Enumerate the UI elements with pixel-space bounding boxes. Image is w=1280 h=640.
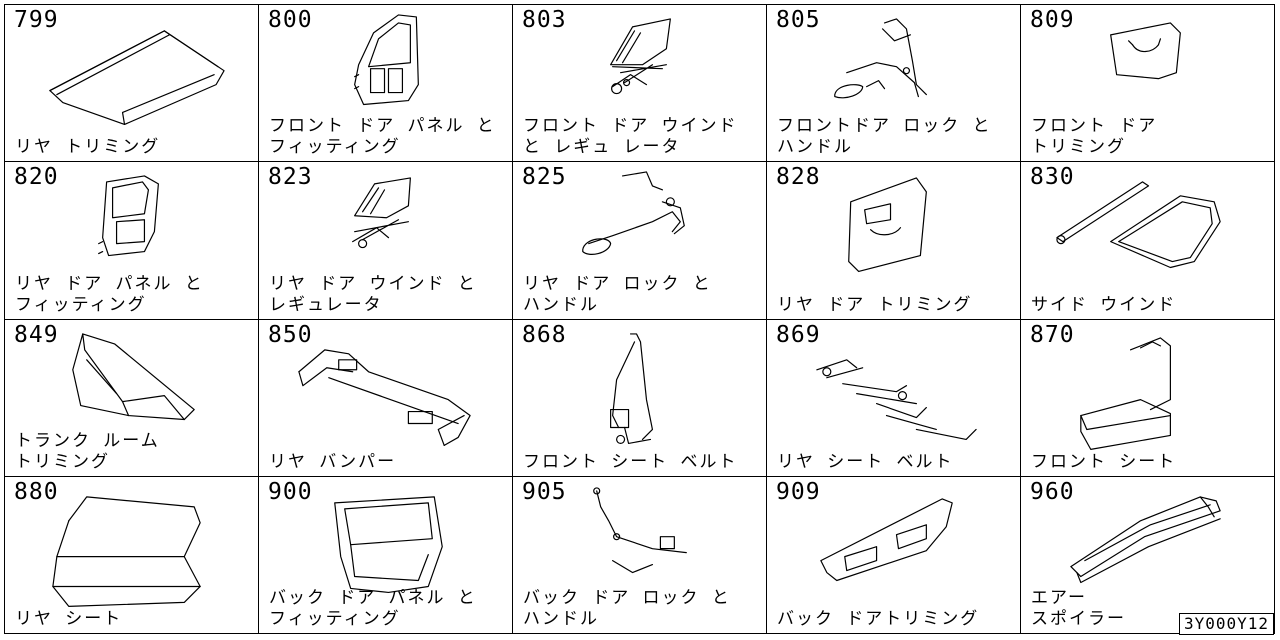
label-line: エアー [1031, 588, 1087, 608]
part-group-label: バック ドアトリミング [777, 609, 979, 630]
part-group-label: サイド ウインド [1031, 295, 1176, 316]
part-group-number: 809 [1030, 7, 1075, 33]
label-line: ハンドル [777, 137, 853, 158]
part-group-cell-805[interactable]: 805 フロントドア ロック とハンドル [767, 5, 1021, 163]
part-group-number: 880 [14, 478, 59, 505]
part-group-number: 828 [776, 164, 821, 191]
part-group-cell-905[interactable]: 905 バック ドア ロック とハンドル [513, 476, 767, 634]
part-group-number: 905 [522, 478, 567, 505]
label-line: ハンドル [523, 609, 599, 629]
label-line: ハンドル [523, 294, 599, 315]
part-group-cell-870[interactable]: 870 フロント シート [1021, 319, 1275, 477]
part-group-number: 799 [14, 7, 59, 33]
part-group-number: 869 [776, 321, 821, 348]
part-group-number: 909 [776, 478, 821, 505]
label-line: フロント ドア パネル と [269, 116, 496, 137]
part-group-number: 868 [522, 321, 567, 348]
part-group-cell-823[interactable]: 823 リヤ ドア ウインド とレギュレータ [259, 162, 513, 320]
part-group-cell-880[interactable]: 880 リヤ シート [5, 476, 259, 634]
label-line: フィッティング [15, 294, 147, 315]
part-group-cell-825[interactable]: 825 リヤ ドア ロック とハンドル [513, 162, 767, 320]
part-group-label: リヤ バンパー [269, 452, 396, 473]
part-group-label: バック ドア ロック とハンドル [523, 588, 731, 630]
label-line: リヤ トリミング [15, 137, 161, 158]
part-group-cell-799[interactable]: 799 リヤ トリミング [5, 5, 259, 163]
part-group-label: リヤ トリミング [15, 137, 160, 158]
part-group-cell-960[interactable]: 960 エアースポイラー [1021, 476, 1275, 634]
part-group-cell-828[interactable]: 828 リヤ ドア トリミング [767, 162, 1021, 320]
part-group-number: 805 [776, 7, 821, 33]
label-line: リヤ シート [15, 609, 123, 629]
label-line: フロント シート [1031, 451, 1177, 472]
label-line: レギュレータ [269, 294, 383, 315]
part-group-number: 820 [14, 164, 59, 191]
label-line: リヤ ドア パネル と [15, 273, 204, 294]
part-group-label: リヤ ドア トリミング [777, 295, 972, 316]
label-line: トランク ルーム [15, 430, 160, 451]
label-line: フィッティング [269, 137, 401, 158]
label-line: フロントドア ロック と [777, 116, 992, 137]
part-group-label: フロント ドア ウインドと レギュ レータ [523, 116, 737, 158]
part-group-cell-830[interactable]: 830 サイド ウインド [1021, 162, 1275, 320]
part-group-label: リヤ シート [15, 609, 122, 630]
label-line: サイド ウインド [1031, 294, 1177, 315]
part-group-cell-868[interactable]: 868 フロント シート ベルト [513, 319, 767, 477]
part-group-number: 823 [268, 164, 313, 191]
label-line: リヤ ドア ウインド と [269, 273, 477, 294]
part-group-label: リヤ シート ベルト [777, 452, 953, 473]
part-group-label: リヤ ドア パネル とフィッティング [15, 274, 204, 316]
label-line: バック ドアトリミング [777, 609, 980, 629]
label-line: バック ドア パネル と [269, 588, 477, 608]
part-group-number: 900 [268, 478, 313, 505]
part-group-label: リヤ ドア ウインド とレギュレータ [269, 274, 477, 316]
part-group-number: 850 [268, 321, 313, 348]
part-group-label: フロントドア ロック とハンドル [777, 116, 991, 158]
part-group-cell-809[interactable]: 809 フロント ドアトリミング [1021, 5, 1275, 163]
part-group-label: バック ドア パネル とフィッティング [269, 588, 477, 630]
label-line: フィッティング [269, 609, 401, 629]
part-group-cell-900[interactable]: 900 バック ドア パネル とフィッティング [259, 476, 513, 634]
part-group-label: エアースポイラー [1031, 588, 1126, 630]
label-line: スポイラー [1031, 609, 1126, 629]
part-group-cell-869[interactable]: 869 リヤ シート ベルト [767, 319, 1021, 477]
part-group-label: リヤ ドア ロック とハンドル [523, 274, 712, 316]
part-group-cell-909[interactable]: 909 バック ドアトリミング [767, 476, 1021, 634]
part-group-number: 849 [14, 321, 59, 348]
label-line: リヤ バンパー [269, 451, 397, 472]
part-group-cell-850[interactable]: 850 リヤ バンパー [259, 319, 513, 477]
catalog-code: 3Y000Y12 [1178, 613, 1274, 635]
part-group-cell-820[interactable]: 820 リヤ ドア パネル とフィッティング [5, 162, 259, 320]
part-group-cell-800[interactable]: 800 フロント ドア パネル とフィッティング [259, 5, 513, 163]
label-line: フロント ドア [1031, 116, 1158, 137]
part-group-number: 870 [1030, 321, 1075, 348]
part-group-label: フロント シート [1031, 452, 1176, 473]
label-line: バック ドア ロック と [523, 588, 731, 608]
label-line: トリミング [1031, 137, 1126, 158]
label-line: リヤ ドア トリミング [777, 294, 973, 315]
part-group-number: 960 [1030, 478, 1075, 505]
part-group-number: 803 [522, 7, 567, 33]
part-group-label: フロント シート ベルト [523, 452, 737, 473]
label-line: フロント シート ベルト [523, 451, 738, 472]
part-group-number: 825 [522, 164, 567, 191]
part-group-label: トランク ルームトリミング [15, 431, 160, 473]
label-line: トリミング [15, 451, 110, 472]
part-group-label: フロント ドア パネル とフィッティング [269, 116, 496, 158]
part-group-cell-803[interactable]: 803 フロント ドア ウインドと レギュ レータ [513, 5, 767, 163]
label-line: リヤ シート ベルト [777, 451, 954, 472]
part-group-label: フロント ドアトリミング [1031, 116, 1157, 158]
label-line: フロント ドア ウインド [523, 116, 738, 137]
part-group-cell-849[interactable]: 849 トランク ルームトリミング [5, 319, 259, 477]
label-line: と レギュ レータ [523, 137, 681, 158]
part-group-number: 800 [268, 7, 313, 33]
label-line: リヤ ドア ロック と [523, 273, 712, 294]
part-group-number: 830 [1030, 164, 1075, 191]
